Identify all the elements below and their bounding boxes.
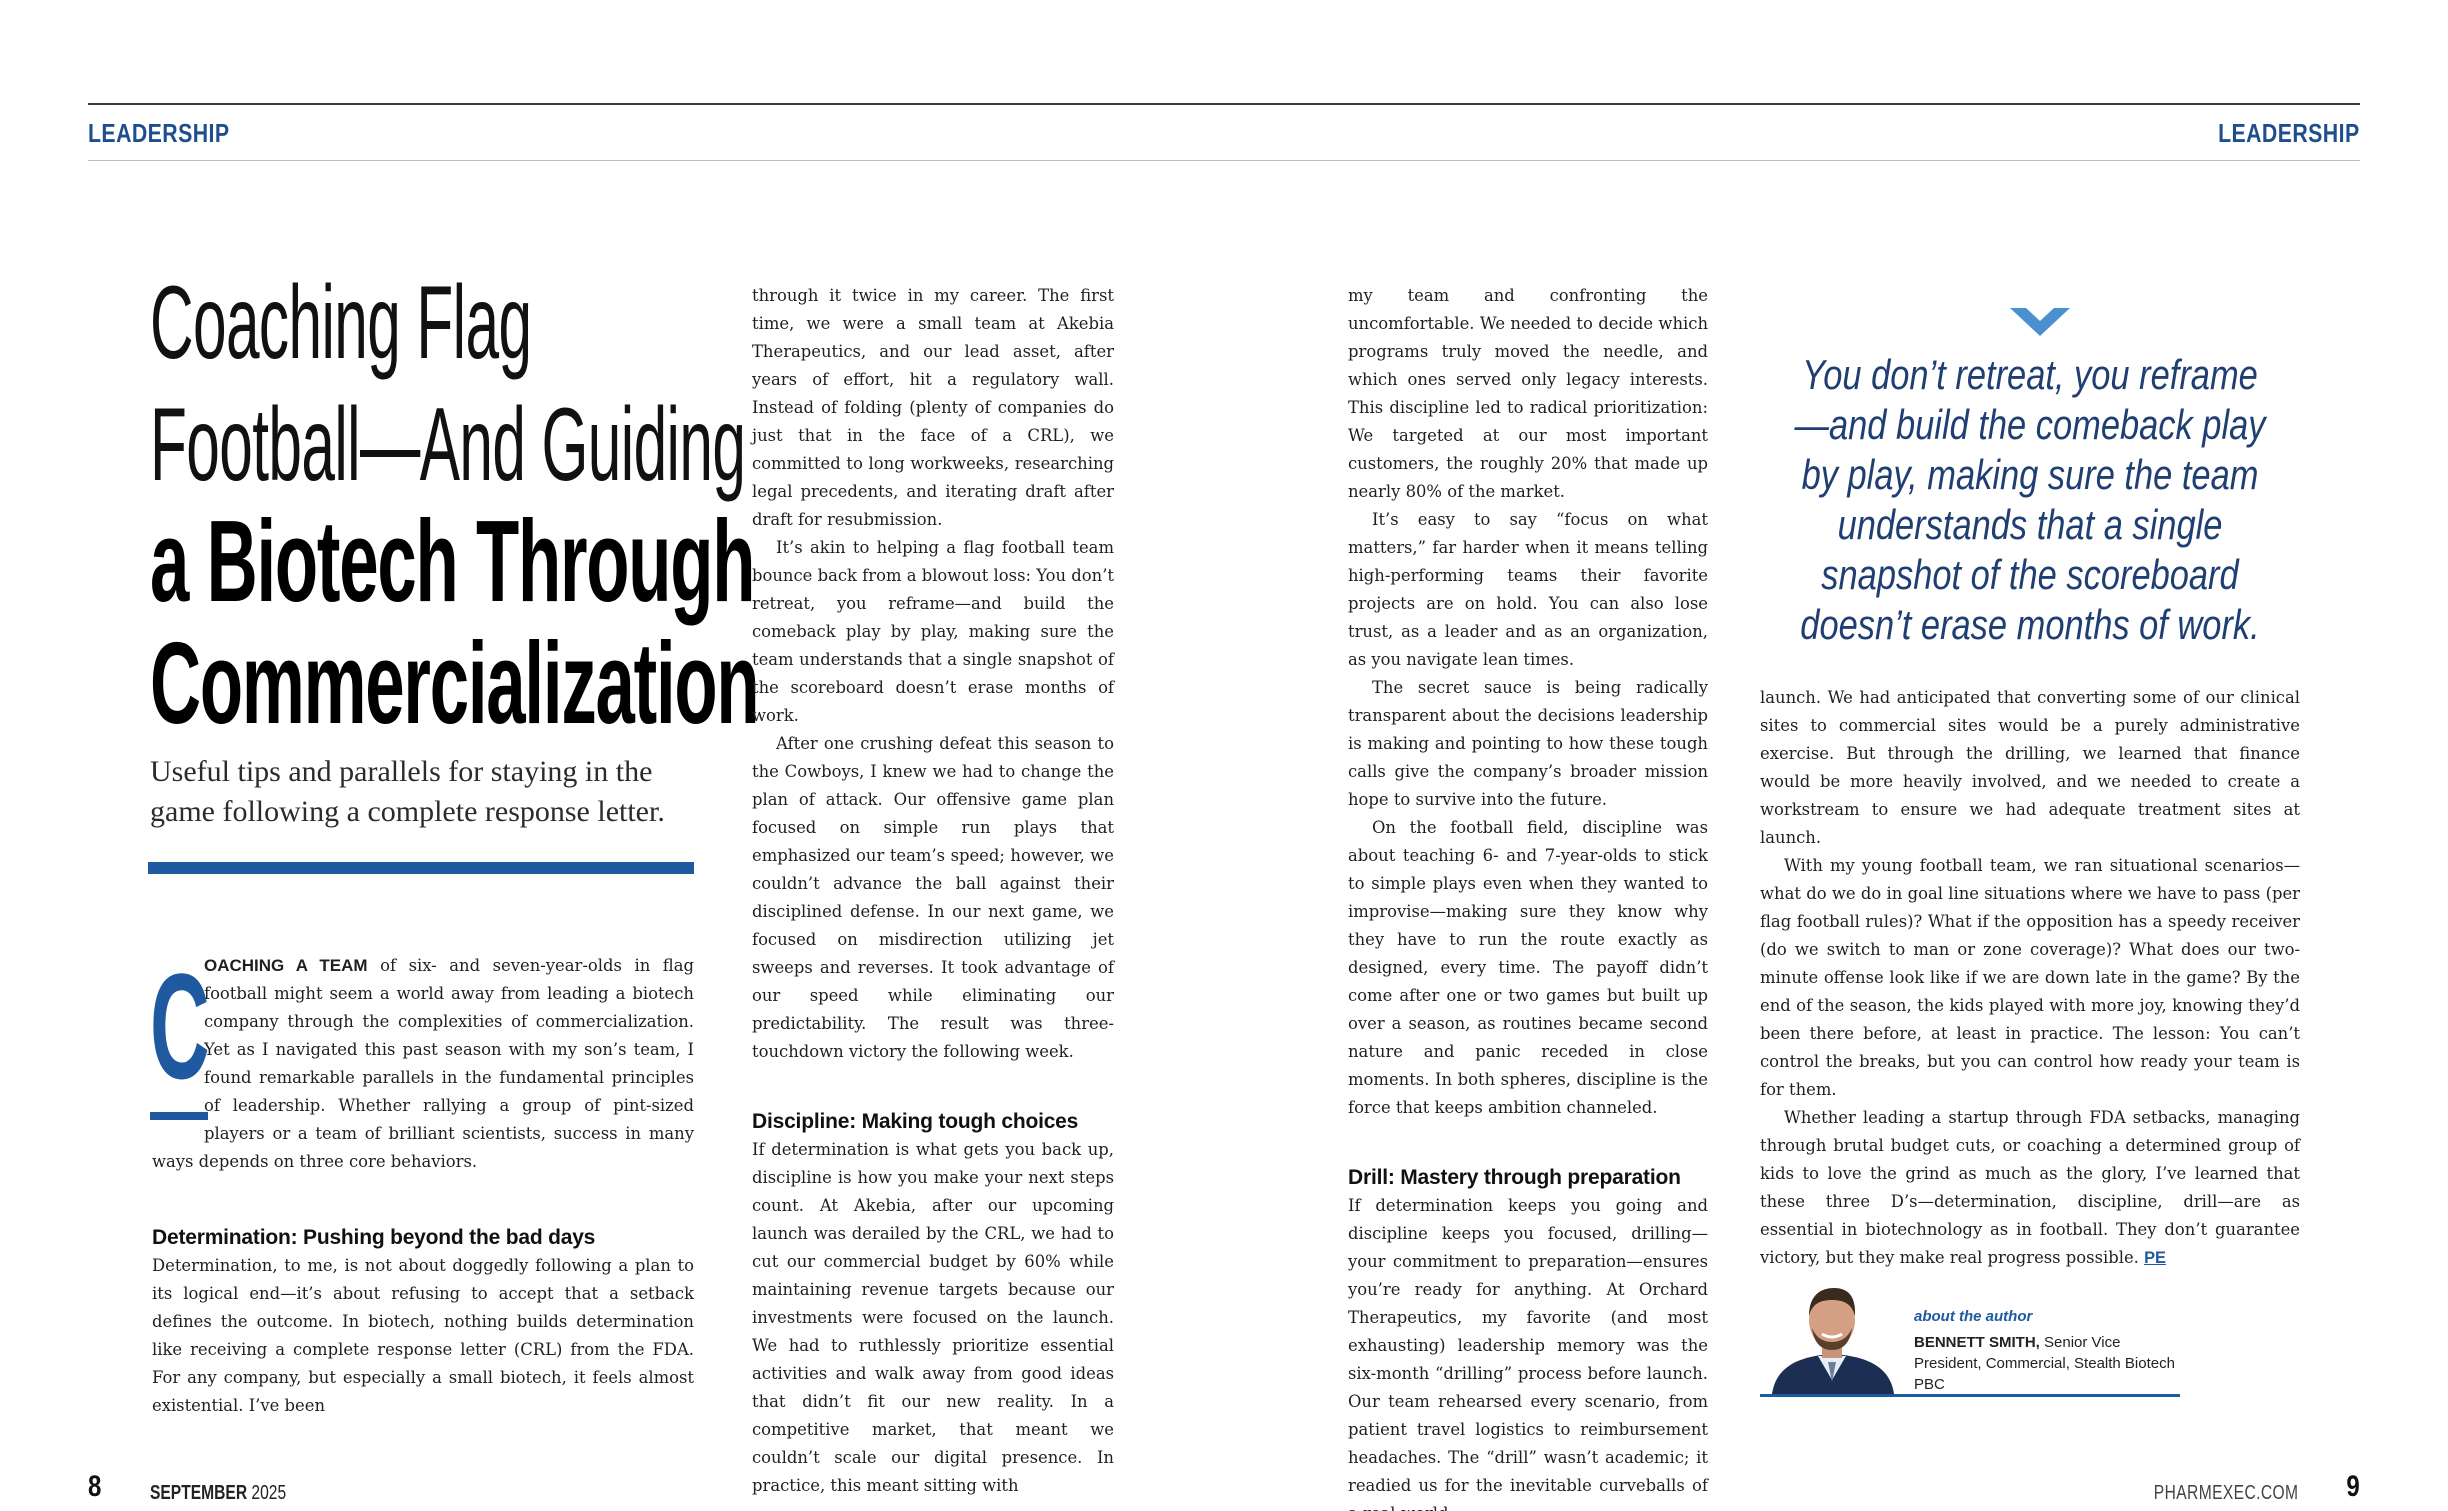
intro-paragraph: OACHING A TEAM of six- and seven-year-ol… <box>152 952 694 1176</box>
author-bio: BENNETT SMITH, Senior Vice President, Co… <box>1914 1332 2184 1395</box>
pull-quote: You don’t retreat, you reframe—and build… <box>1794 351 2266 648</box>
paragraph: It’s easy to say “focus on what matters,… <box>1348 510 1708 669</box>
end-mark-logo[interactable]: PE <box>2144 1249 2166 1267</box>
paragraph: After one crushing defeat this season to… <box>752 734 1114 1061</box>
paragraph: launch. We had anticipated that converti… <box>1760 688 2300 847</box>
paragraph: Determination, to me, is not about dogge… <box>152 1256 694 1415</box>
title-line-4: Commercialization <box>150 618 760 748</box>
body-column-1: C OACHING A TEAM of six- and seven-year-… <box>150 942 694 1420</box>
paragraph: With my young football team, we ran situ… <box>1760 856 2300 1099</box>
header-top-rule <box>88 103 2360 105</box>
title-line-2: Football—And Guiding <box>150 387 746 503</box>
drop-cap: C <box>150 942 210 1110</box>
author-rule <box>1760 1394 2180 1397</box>
author-title: Senior Vice President, Commercial, Steal… <box>1914 1334 2175 1393</box>
page-number-left: 8 <box>88 1470 102 1503</box>
article-title-light: Coaching Flag Football—And Guiding <box>150 262 746 506</box>
paragraph: my team and confronting the uncomfortabl… <box>1348 286 1708 501</box>
section-label-left: LEADERSHIP <box>88 118 230 148</box>
body-column-2: through it twice in my career. The first… <box>752 282 1114 1500</box>
body-column-4: launch. We had anticipated that converti… <box>1760 684 2300 1272</box>
drop-cap-underline <box>150 1112 208 1120</box>
paragraph: On the football field, discipline was ab… <box>1348 818 1708 1117</box>
spacer <box>1348 1122 1708 1164</box>
issue-year: 2025 <box>247 1482 287 1504</box>
article-deck: Useful tips and parallels for staying in… <box>150 755 665 828</box>
title-line-1: Coaching Flag <box>150 265 532 381</box>
subhead-drill: Drill: Mastery through preparation <box>1348 1166 1681 1189</box>
spacer <box>152 1176 694 1224</box>
subhead-determination: Determination: Pushing beyond the bad da… <box>152 1226 596 1249</box>
author-photo <box>1762 1282 1904 1394</box>
paragraph: The secret sauce is being radically tran… <box>1348 678 1708 809</box>
lead-in-caps: OACHING A TEAM <box>204 956 368 975</box>
closing-text: Whether leading a startup through FDA se… <box>1760 1108 2300 1267</box>
title-line-3: a Biotech Through <box>150 496 756 626</box>
body-column-3: my team and confronting the uncomfortabl… <box>1348 282 1708 1511</box>
about-author-label: about the author <box>1914 1308 2033 1325</box>
paragraph: If determination is what gets you back u… <box>752 1140 1114 1495</box>
subhead-discipline: Discipline: Making tough choices <box>752 1110 1079 1133</box>
deck-divider-bar <box>148 862 694 874</box>
site-url[interactable]: PHARMEXEC.COM <box>2153 1482 2298 1504</box>
paragraph: If determination keeps you going and dis… <box>1348 1196 1708 1511</box>
paragraph: through it twice in my career. The first… <box>752 286 1114 529</box>
header-sub-rule <box>88 160 2360 161</box>
article-title-bold: a Biotech Through Commercialization <box>150 496 760 748</box>
paragraph: It’s akin to helping a flag football tea… <box>752 538 1114 725</box>
closing-paragraph: Whether leading a startup through FDA se… <box>1760 1104 2300 1272</box>
page-number-right: 9 <box>2346 1470 2360 1503</box>
issue-date: SEPTEMBER 2025 <box>150 1482 286 1505</box>
author-name: BENNETT SMITH, <box>1914 1334 2040 1351</box>
issue-month: SEPTEMBER <box>150 1482 248 1504</box>
intro-text: of six- and seven-year-olds in flag foot… <box>152 956 694 1171</box>
pull-quote-chevron-inner <box>2026 308 2054 321</box>
spacer <box>752 1066 1114 1108</box>
section-label-right: LEADERSHIP <box>2218 118 2360 148</box>
